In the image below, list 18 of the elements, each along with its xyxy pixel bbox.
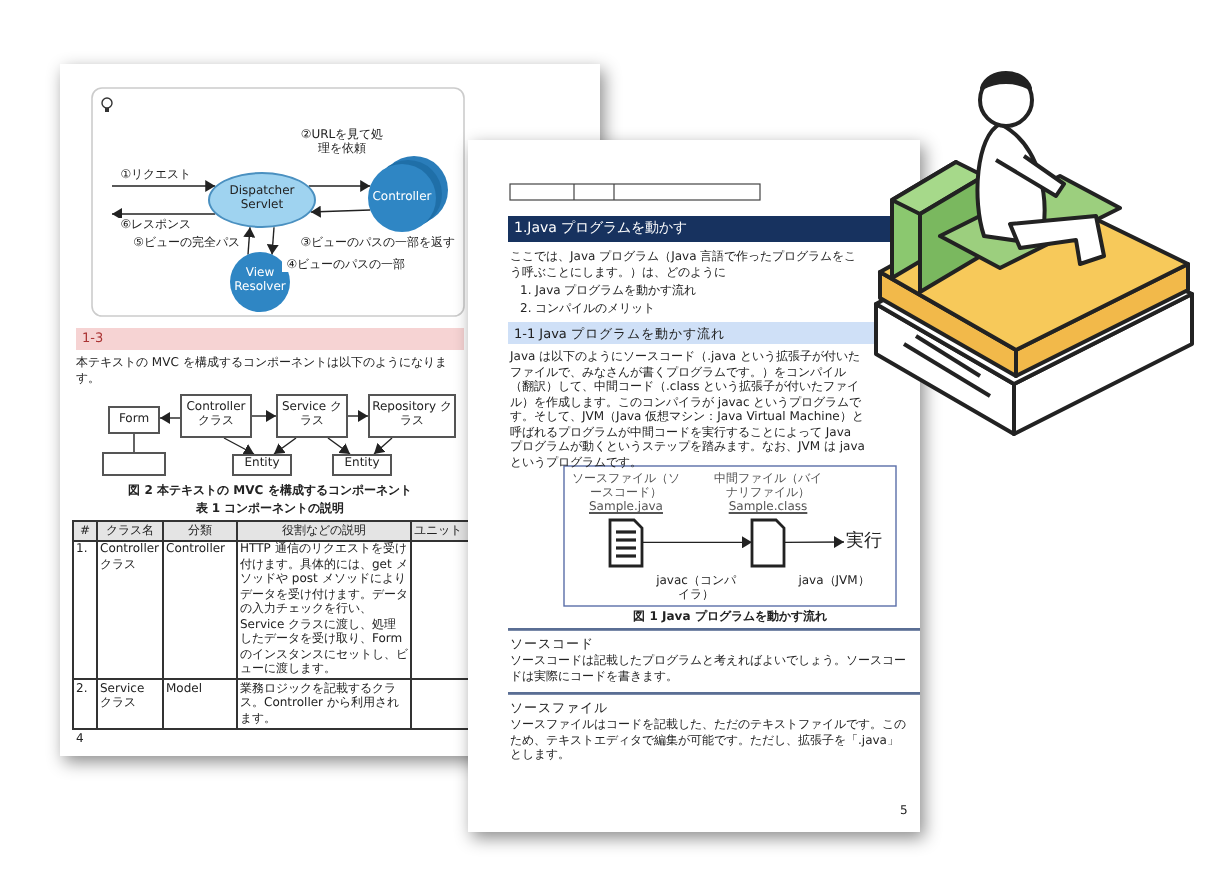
arrow: [223, 437, 255, 455]
arrow: [273, 437, 297, 455]
arrow: [111, 180, 216, 192]
connector-line: [133, 433, 135, 453]
arrow: [327, 437, 351, 455]
view-box: [102, 452, 166, 476]
arrow: [308, 180, 371, 192]
arrow: [310, 205, 371, 218]
arrow: [641, 536, 753, 549]
arrow: [783, 536, 845, 549]
result-text: 実行: [844, 526, 884, 558]
arrow: [347, 410, 369, 422]
arrow: [111, 208, 216, 220]
arrow: [266, 226, 279, 256]
arrow: [159, 412, 181, 424]
arrow: [251, 410, 277, 422]
arrow: [243, 226, 256, 256]
arrow: [373, 437, 393, 455]
